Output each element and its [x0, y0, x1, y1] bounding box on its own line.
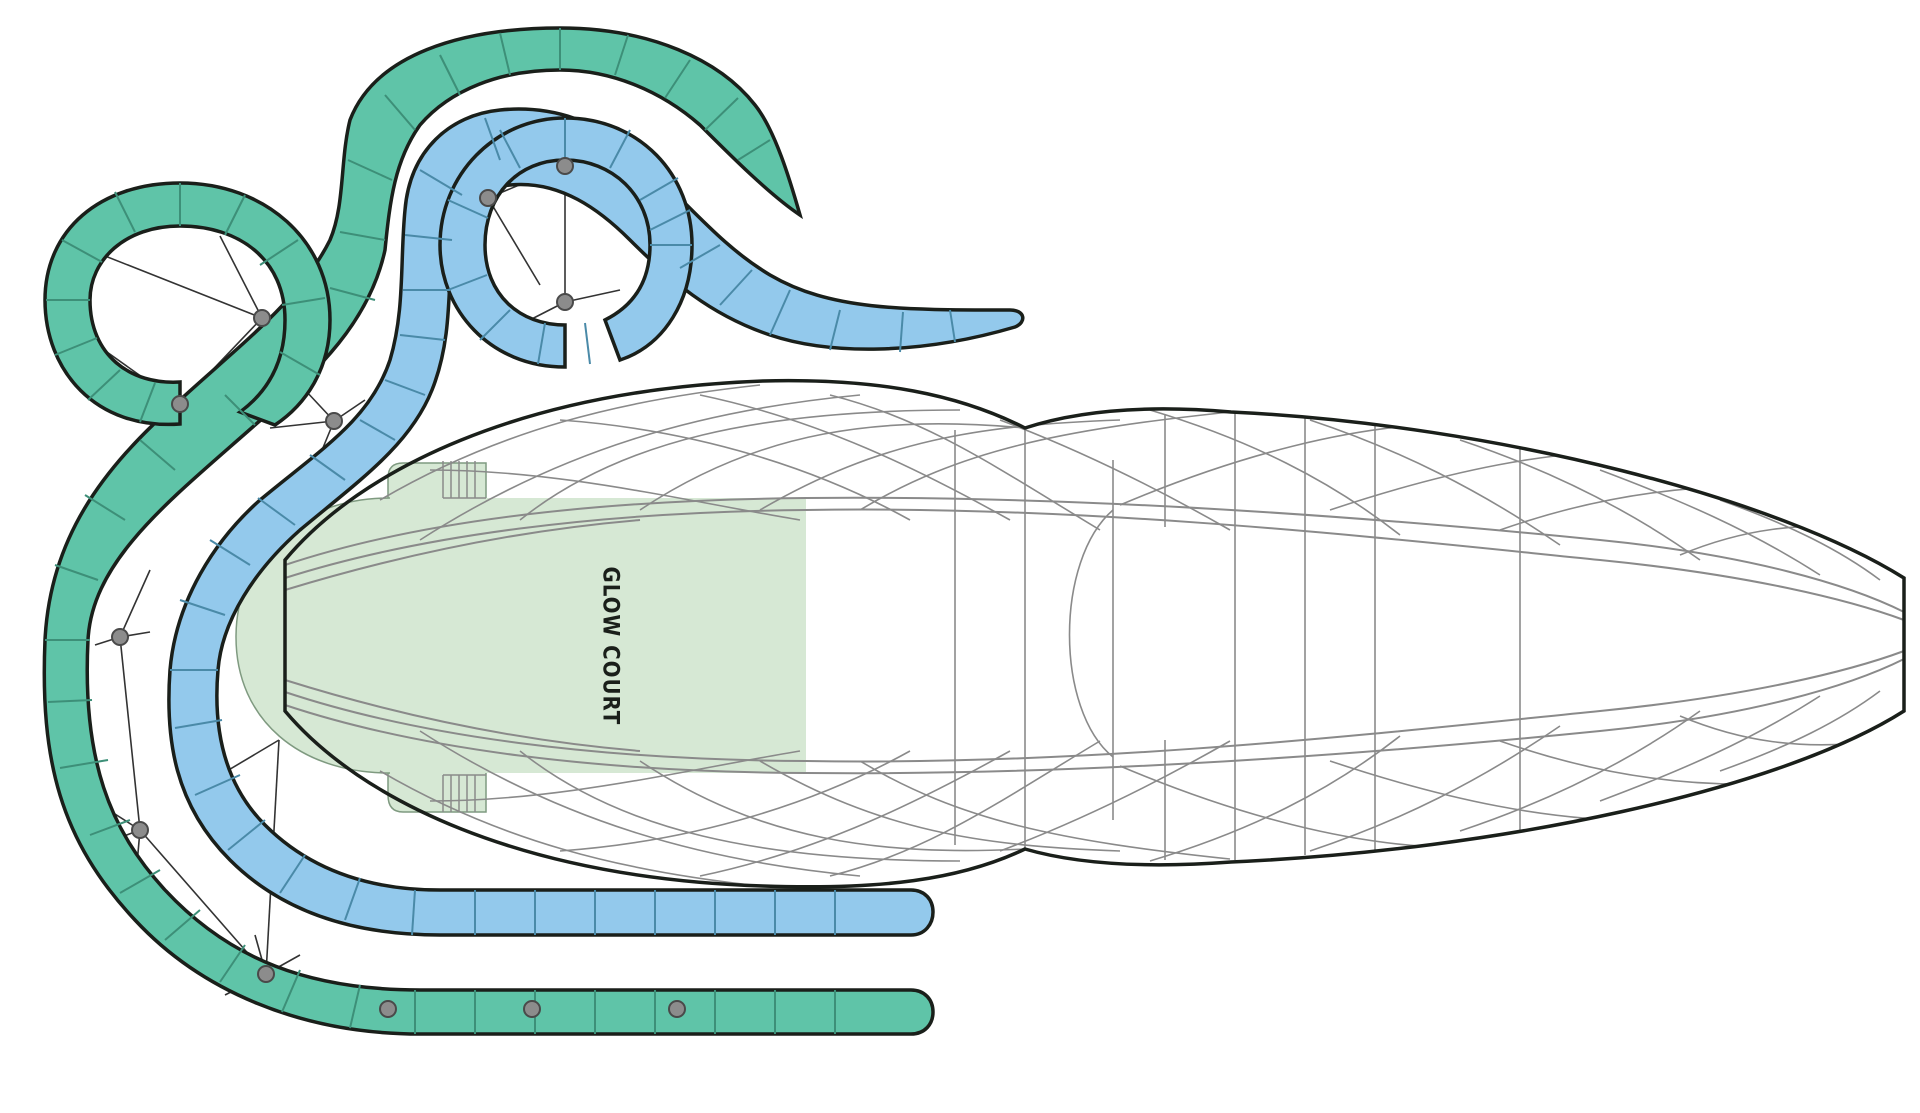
entry-stripes-bottom — [442, 774, 486, 812]
support-node — [253, 309, 271, 327]
support-node — [111, 628, 129, 646]
support-node — [257, 965, 275, 983]
support-node — [556, 293, 574, 311]
entry-stripes-top — [442, 461, 486, 499]
main-building — [283, 378, 1906, 890]
track-blue[interactable] — [167, 107, 1025, 937]
glow-court-label: GLOW COURT — [597, 566, 623, 726]
support-node — [479, 189, 497, 207]
glow-court-zone[interactable] — [235, 461, 806, 813]
building-outline — [283, 378, 1906, 889]
support-node — [668, 1000, 686, 1018]
support-nodes — [111, 157, 686, 1018]
support-node — [171, 395, 189, 413]
support-node — [131, 821, 149, 839]
support-node — [325, 412, 343, 430]
support-node — [556, 157, 574, 175]
inner-rails — [284, 496, 1905, 775]
blue-segment-lines — [170, 117, 956, 936]
support-node — [523, 1000, 541, 1018]
support-node — [379, 1000, 397, 1018]
